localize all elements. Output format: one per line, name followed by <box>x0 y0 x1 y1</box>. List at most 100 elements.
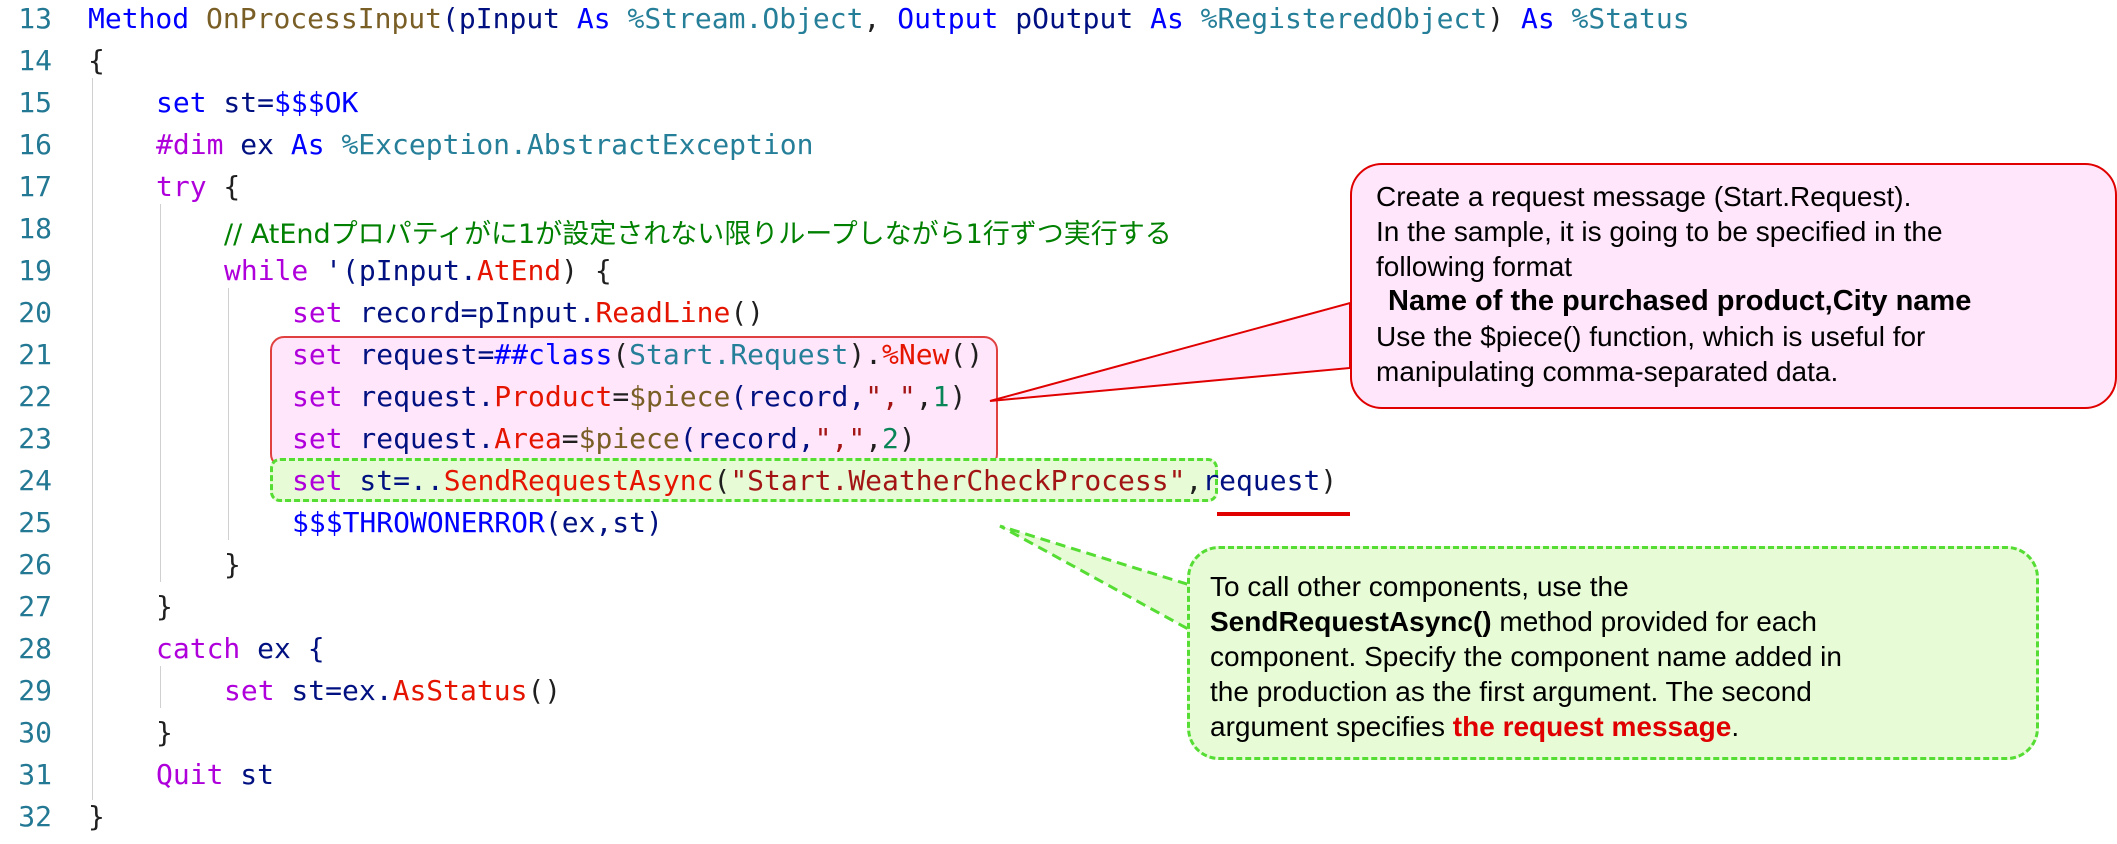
code-token: () <box>949 338 984 371</box>
code-token: %New <box>882 338 950 371</box>
line-number: 14 <box>18 44 52 77</box>
code-token: 2 <box>882 422 899 455</box>
code-token: ex <box>223 128 275 161</box>
code-token: set <box>292 464 343 497</box>
code-token: ). <box>848 338 883 371</box>
callout-text: the production as the first argument. Th… <box>1210 676 1812 707</box>
request-underline <box>1217 512 1350 516</box>
code-token: = <box>561 422 579 455</box>
code-token: () <box>730 296 765 329</box>
code-token: request= <box>342 338 495 371</box>
code-line-17: try { <box>156 170 240 203</box>
line-number: 17 <box>18 170 52 203</box>
line-number: 29 <box>18 674 52 707</box>
callout-text: method provided for each <box>1491 606 1817 637</box>
code-line-22: set request.Product=$piece(record,",",1) <box>292 380 966 413</box>
line-number: 16 <box>18 128 52 161</box>
code-token: #dim <box>156 128 224 161</box>
code-token: ( <box>713 464 731 497</box>
line-number: 22 <box>18 380 52 413</box>
callout-text: To call other components, use the <box>1210 571 1629 602</box>
code-line-27: } <box>156 590 173 623</box>
code-line-25: $$$THROWONERROR(ex,st) <box>292 506 663 539</box>
code-token: try <box>156 170 207 203</box>
code-token: request. <box>342 380 495 413</box>
line-number: 23 <box>18 422 52 455</box>
code-token: Product <box>494 380 613 413</box>
callout-text: following format <box>1376 251 1573 282</box>
format-example: Name of the purchased product,City name <box>1388 285 1972 317</box>
callout-text: argument specifies <box>1210 711 1453 742</box>
code-token: () <box>527 674 562 707</box>
code-line-20: set record=pInput.ReadLine() <box>292 296 764 329</box>
code-token: SendRequestAsync <box>443 464 714 497</box>
callout-text: SendRequestAsync() method provided for e… <box>1210 604 2018 639</box>
code-token: "," <box>814 422 866 455</box>
code-token: Output <box>897 2 999 35</box>
line-number: 32 <box>18 800 52 833</box>
line-number: 28 <box>18 632 52 665</box>
code-token: set <box>156 86 207 119</box>
code-token: AtEnd <box>476 254 562 287</box>
code-token: , <box>1185 464 1203 497</box>
code-token: ) <box>1487 2 1505 35</box>
code-token: $piece <box>578 422 680 455</box>
callout-text: Use the $piece() function, which is usef… <box>1376 321 1926 352</box>
code-token: %Status <box>1571 2 1690 35</box>
callout-text: . <box>1731 711 1740 742</box>
code-token: As <box>1504 2 1572 35</box>
code-token: $$$THROWONERROR <box>292 506 545 539</box>
line-number: 25 <box>18 506 52 539</box>
code-line-24: set st=..SendRequestAsync("Start.Weather… <box>292 464 1337 497</box>
code-token: As <box>560 2 628 35</box>
code-token: st=.. <box>342 464 444 497</box>
callout-text: Create a request message (Start.Request)… <box>1376 181 1912 212</box>
code-token: st= <box>206 86 275 119</box>
callout-text: In the sample, it is going to be specifi… <box>1376 216 1943 247</box>
code-token: pOutput <box>998 2 1134 35</box>
code-token: "Start.WeatherCheckProcess" <box>730 464 1186 497</box>
code-token: = <box>612 380 630 413</box>
line-number: 15 <box>18 86 52 119</box>
code-token: set <box>292 422 343 455</box>
code-token: request <box>1202 464 1321 497</box>
code-token: %Stream.Object <box>627 2 864 35</box>
line-number: 18 <box>18 212 52 245</box>
code-token: Quit <box>156 758 224 791</box>
code-line-14: { <box>88 44 105 77</box>
code-token: while <box>224 254 309 287</box>
indent-guide <box>160 204 161 582</box>
code-line-26: } <box>224 548 241 581</box>
code-line-19: while '(pInput.AtEnd) { <box>224 254 612 287</box>
code-line-31: Quit st <box>156 758 274 791</box>
code-token: $piece <box>629 380 731 413</box>
pink-callout-pointer <box>989 301 1351 402</box>
code-token: , <box>865 422 883 455</box>
line-number: 27 <box>18 590 52 623</box>
callout-text: component. Specify the component name ad… <box>1210 641 1842 672</box>
code-line-18: // AtEndプロパティがに1が設定されない限りループしながら1行ずつ実行する <box>224 219 1172 250</box>
code-token: set <box>224 674 275 707</box>
line-number: 20 <box>18 296 52 329</box>
code-token: (record, <box>679 422 815 455</box>
code-token: ) <box>949 380 967 413</box>
code-token: ) { <box>561 254 612 287</box>
code-token: ( <box>612 338 630 371</box>
code-line-29: set st=ex.AsStatus() <box>224 674 561 707</box>
line-number: 24 <box>18 464 52 497</box>
callout-text: manipulating comma-separated data. <box>1376 356 1839 387</box>
code-token: request. <box>342 422 495 455</box>
code-line-15: set st=$$$OK <box>156 86 358 119</box>
line-number: 26 <box>18 548 52 581</box>
line-number: 13 <box>18 2 52 35</box>
code-token: catch <box>156 632 241 665</box>
indent-guide <box>92 78 93 800</box>
send-request-callout: To call other components, use the SendRe… <box>1187 546 2039 760</box>
method-name: SendRequestAsync() <box>1210 606 1492 637</box>
code-token: Area <box>494 422 562 455</box>
indent-guide <box>228 288 229 540</box>
code-token: ReadLine <box>595 296 731 329</box>
code-line-28: catch ex { <box>156 632 325 665</box>
code-token: st=ex. <box>274 674 393 707</box>
